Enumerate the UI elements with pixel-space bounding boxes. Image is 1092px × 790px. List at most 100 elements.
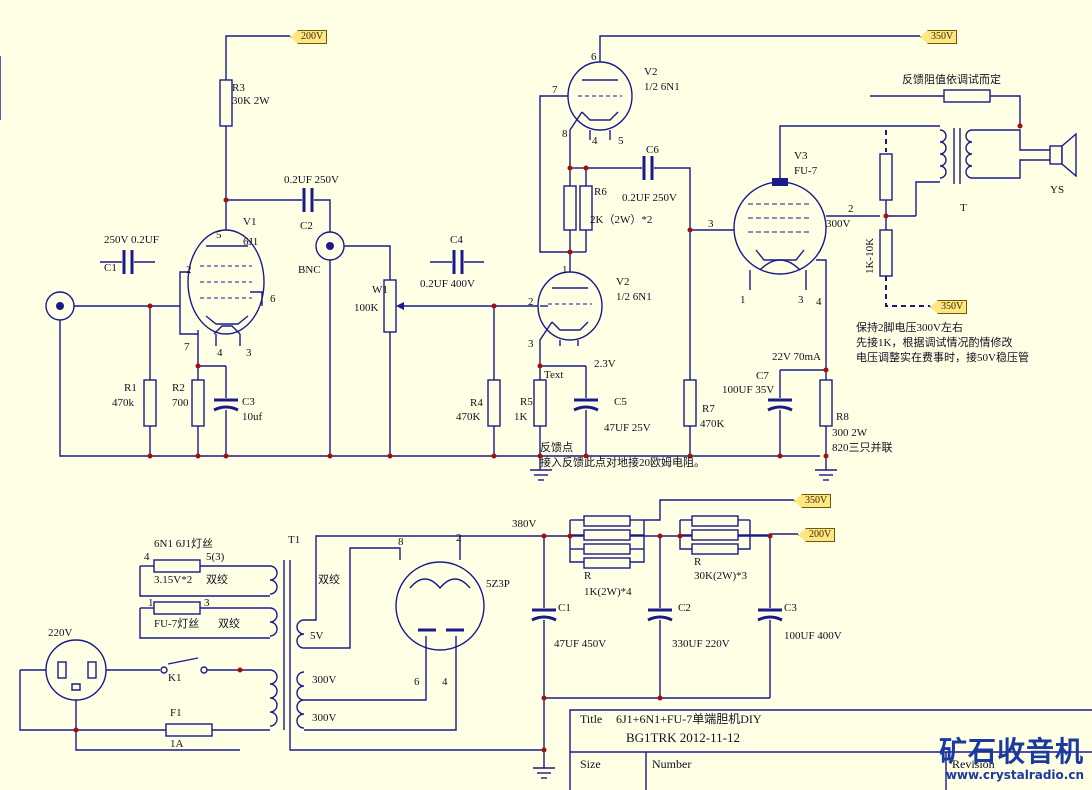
v2a-pin-8: 8 [562, 128, 568, 140]
ground-symbol-3 [533, 767, 555, 779]
watermark-logo: 矿石收音机 [938, 735, 1084, 768]
psu-c1-value: 47UF 450V [554, 638, 607, 650]
v2-lower-type: 1/2 6N1 [616, 291, 652, 303]
r8-note: 820三只并联 [832, 442, 893, 454]
psu-c3-label: C3 [784, 602, 797, 614]
heater-resistor-1 [153, 559, 201, 573]
v2a-pin-5: 5 [618, 135, 624, 147]
r5-value: 1K [514, 411, 528, 423]
v380-label: 380V [512, 518, 537, 530]
heater-pin-4: 4 [144, 551, 150, 563]
psu-c1-label: C1 [558, 602, 571, 614]
v23-label: 2.3V [594, 358, 616, 370]
ac-socket [45, 639, 107, 701]
r4-label: R4 [470, 397, 483, 409]
c2-value: 0.2UF 250V [284, 174, 340, 186]
r3-resistor [219, 79, 233, 127]
r6-value: 2K（2W）*2 [590, 214, 653, 226]
v3-pin-2: 2 [848, 203, 854, 215]
v3-type: FU-7 [794, 165, 818, 177]
v2b-pin-2: 2 [528, 296, 534, 308]
v1-pin-5: 5 [216, 229, 222, 241]
v2a-pin-7: 7 [552, 84, 558, 96]
ground-symbol-2 [815, 469, 837, 481]
twist-label-3: 双绞 [318, 574, 340, 586]
author-date: BG1TRK 2012-11-12 [626, 730, 740, 745]
psu-c3-value: 100UF 400V [784, 630, 842, 642]
r7-label: R7 [702, 403, 715, 415]
feedback-point-note: 接入反馈此点对地接20欧姆电阻。 [540, 457, 705, 469]
r1-resistor [143, 379, 157, 427]
r6-label: R6 [594, 186, 607, 198]
f1-value: 1A [170, 738, 184, 750]
heater-6n1-6j1-label: 6N1 6J1灯丝 [154, 538, 213, 550]
r1-value: 470k [112, 397, 134, 409]
bnc-connector [315, 231, 345, 261]
c2-label: C2 [300, 220, 313, 232]
r4-resistor [487, 379, 501, 427]
r7-value: 470K [700, 418, 725, 430]
rect-pin-8: 8 [398, 536, 404, 548]
size-label: Size [580, 757, 601, 771]
rk-resistor [879, 229, 893, 277]
v3-tube [733, 178, 827, 275]
feedback-note: 反馈阻值依调试而定 [902, 74, 1001, 86]
v3-pin-3: 3 [708, 218, 714, 230]
f1-fuse [165, 723, 213, 737]
c4-value: 0.2UF 400V [420, 278, 476, 290]
v1-pin-4: 4 [217, 347, 223, 359]
c7-label: C7 [756, 370, 769, 382]
r3-value: 30K 2W [232, 95, 270, 107]
fu7-heater-label: FU-7灯丝 [154, 618, 200, 630]
number-label: Number [652, 757, 692, 771]
v300a-label: 300V [312, 674, 337, 686]
psu-r2-label: R [694, 556, 702, 568]
r2-label: R2 [172, 382, 185, 394]
heater-voltage: 3.15V*2 [154, 574, 193, 586]
v1-pin-3: 3 [246, 347, 252, 359]
psu-c2-label: C2 [678, 602, 691, 614]
resistor-bank-1k [583, 515, 631, 569]
twist-label-1: 双绞 [206, 574, 228, 586]
c4-label: C4 [450, 234, 463, 246]
r1-label: R1 [124, 382, 137, 394]
f1-label: F1 [170, 707, 182, 719]
rect-pin-4: 4 [442, 676, 448, 688]
t1-label: T1 [288, 534, 301, 546]
c5-value: 47UF 25V [604, 422, 651, 434]
watermark-url: www.crystalradio.cn [945, 768, 1084, 782]
v1-pin-6: 6 [270, 293, 276, 305]
w1-label: W1 [372, 284, 388, 296]
rectifier-5z3p [395, 561, 485, 651]
v2a-pin-6: 6 [591, 51, 597, 63]
c1-value: 250V 0.2UF [104, 234, 159, 246]
transformer-label: T [960, 202, 967, 214]
v220-label: 220V [48, 627, 73, 639]
feedback-point: 反馈点 [540, 442, 573, 454]
rect-pin-2: 2 [456, 532, 462, 544]
psu-c2-value: 330UF 220V [672, 638, 730, 650]
t1-transformer [269, 560, 305, 730]
input-jack [45, 291, 75, 321]
v3-pin-3b: 3 [798, 294, 804, 306]
r8-label: R8 [836, 411, 849, 423]
bnc-label: BNC [298, 264, 321, 276]
flag-350v-psu: 350V [794, 494, 832, 508]
text-label: Text [544, 369, 564, 381]
r5-label: R5 [520, 396, 533, 408]
r8-resistor [819, 379, 833, 427]
note-line-3: 电压调整实在费事时，接50V稳压管 [856, 352, 1029, 364]
v1-label: V1 [243, 216, 257, 228]
c5-label: C5 [614, 396, 627, 408]
c7-value: 100UF 35V [722, 384, 775, 396]
psu-r1-value: 1K(2W)*4 [584, 586, 632, 598]
psu-r2-value: 30K(2W)*3 [694, 570, 748, 582]
speaker-icon [1049, 132, 1077, 178]
v1-pin-2: 2 [186, 264, 192, 276]
v2-upper-label: V2 [644, 66, 658, 78]
c1-label: C1 [104, 262, 117, 274]
title-label: Title [580, 712, 603, 726]
resistor-bank-30k [691, 515, 739, 555]
